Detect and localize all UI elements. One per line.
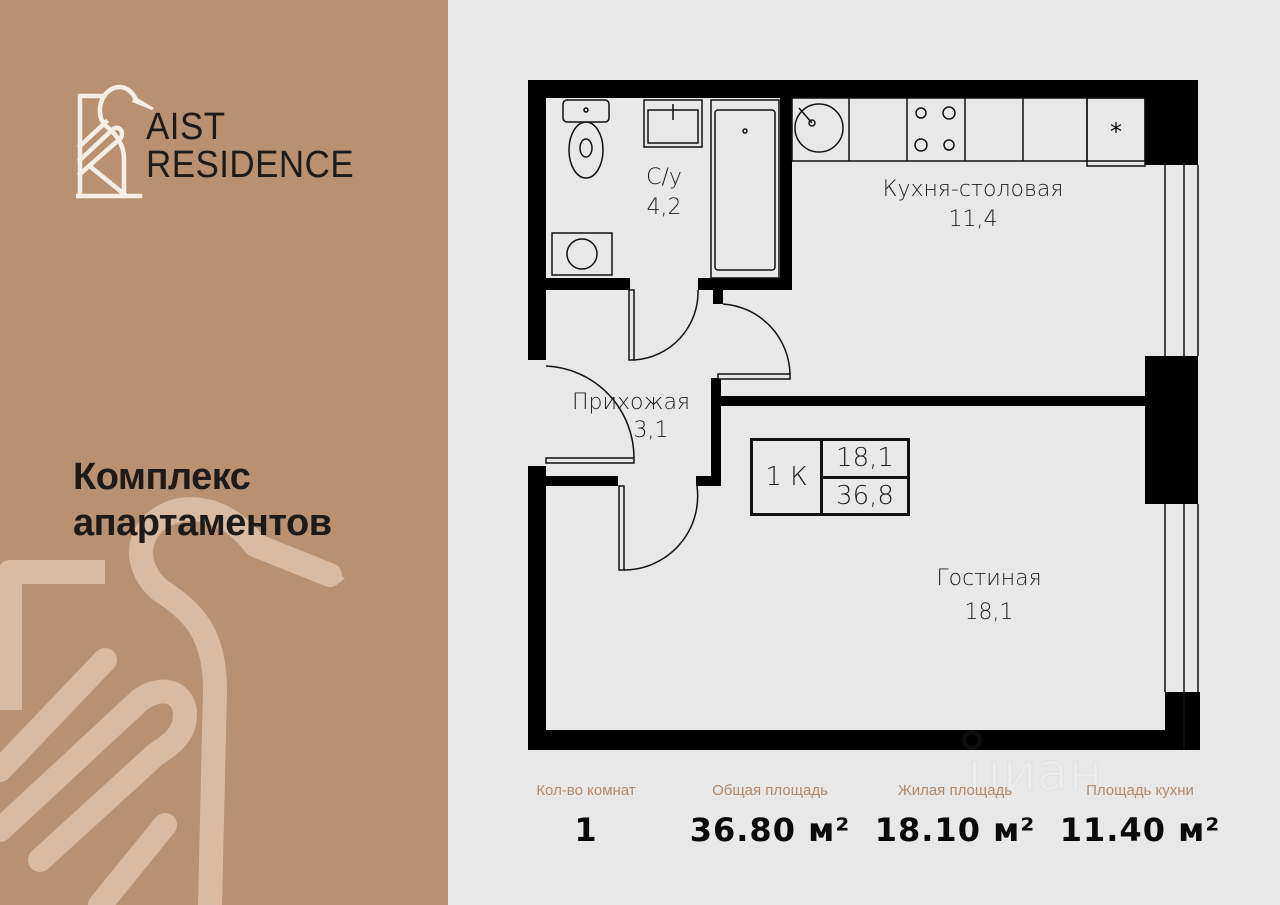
logo-line-2: RESIDENCE: [146, 144, 355, 186]
apartment-stats: Кол-во комнат 1 Общая площадь 36.80 м² Ж…: [448, 780, 1280, 860]
stat-kitchen-area-label: Площадь кухни: [1086, 782, 1194, 799]
room-kitchen: Кухня-столовая 11,4: [883, 175, 1064, 235]
room-kitchen-name: Кухня-столовая: [882, 177, 1064, 202]
stat-kitchen-area-value: 11.40 м²: [1059, 811, 1221, 849]
summary-room-count: 1 К: [753, 441, 823, 513]
stat-kitchen-area: Площадь кухни 11.40 м²: [1060, 780, 1221, 850]
room-living: Гостиная 18,1: [936, 562, 1041, 630]
summary-living-area: 18,1: [823, 441, 907, 479]
room-bathroom-area: 4,2: [646, 195, 682, 220]
room-hallway-name: Прихожая: [572, 390, 690, 415]
stat-total-area-value: 36.80 м²: [689, 811, 851, 849]
bathroom-fixtures: [551, 99, 780, 279]
room-bathroom-name: С/у: [646, 165, 682, 190]
room-living-name: Гостиная: [936, 566, 1042, 591]
logo-wordmark: AIST RESIDENCE: [146, 108, 372, 184]
aist-residence-logo: AIST RESIDENCE: [76, 64, 376, 204]
stork-logo-icon: [76, 84, 154, 199]
room-living-area: 18,1: [964, 600, 1014, 625]
room-kitchen-area: 11,4: [948, 207, 998, 232]
headline-line-1: Комплекс: [73, 456, 251, 498]
room-bathroom: С/у 4,2: [646, 163, 682, 223]
stat-living-area: Жилая площадь 18.10 м²: [875, 780, 1036, 850]
complex-headline: Комплекс апартаментов: [73, 454, 332, 546]
stat-room-count: Кол-во комнат 1: [536, 780, 635, 850]
outer-walls: [528, 80, 1200, 750]
room-hallway-area: 3,1: [633, 418, 669, 443]
room-hallway: Прихожая 3,1: [572, 389, 690, 445]
summary-total-area: 36,8: [836, 480, 894, 511]
headline-line-2: апартаментов: [73, 502, 332, 544]
stat-room-count-label: Кол-во комнат: [536, 782, 636, 799]
apartment-summary-box: 1 К 18,1 36,8: [750, 438, 910, 516]
stat-living-area-value: 18.10 м²: [874, 811, 1036, 849]
kitchen-fixtures: [791, 97, 1146, 167]
fridge-icon: *: [1110, 118, 1122, 146]
stat-total-area: Общая площадь 36.80 м²: [690, 780, 851, 850]
stat-living-area-label: Жилая площадь: [897, 782, 1013, 799]
plan-panel: [448, 0, 1280, 905]
logo-line-1: AIST: [146, 106, 226, 148]
stat-room-count-value: 1: [574, 811, 598, 849]
brand-panel: AIST RESIDENCE Комплекс апартаментов: [0, 0, 448, 905]
stork-background-icon: [0, 497, 345, 905]
stat-total-area-label: Общая площадь: [712, 782, 828, 799]
